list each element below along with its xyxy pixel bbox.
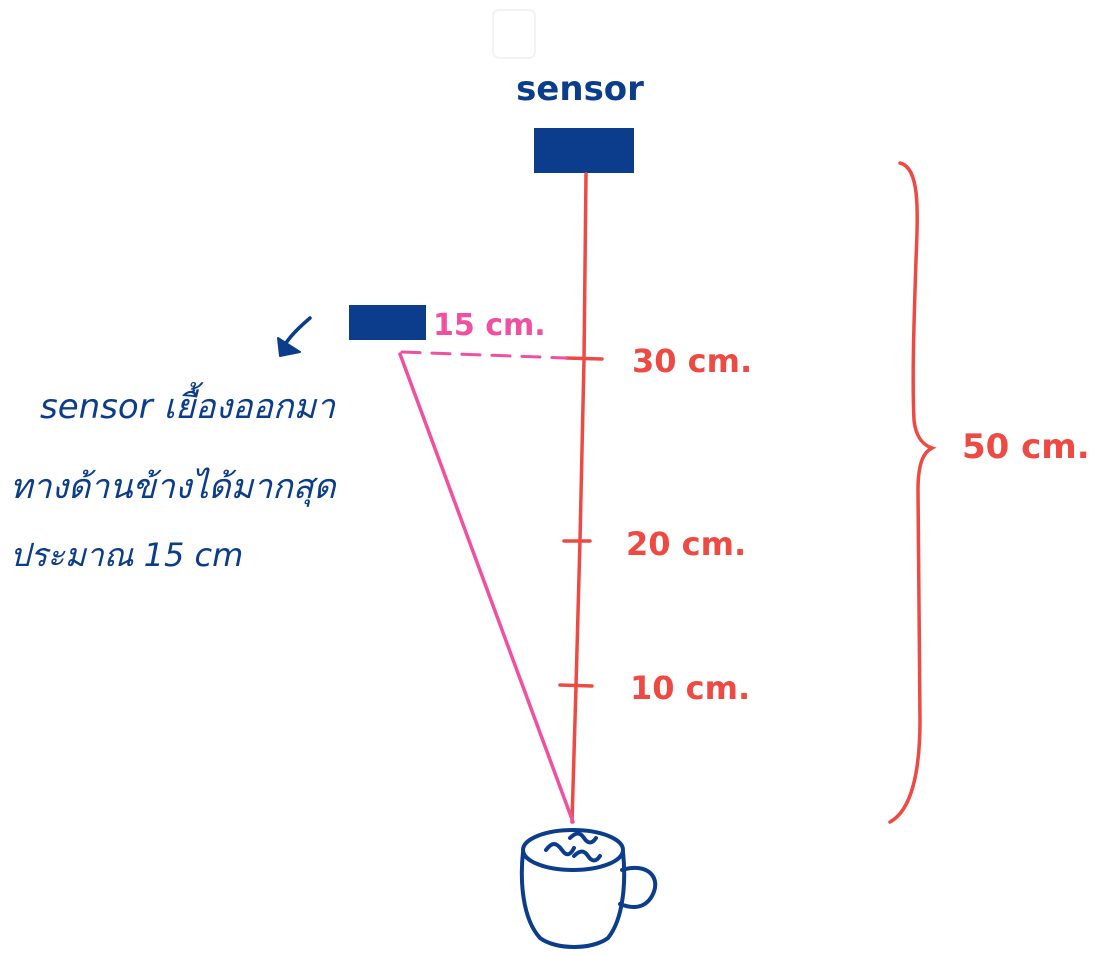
tick-10 [558, 683, 594, 688]
total-label: 50 cm. [962, 427, 1090, 467]
sensor-top [534, 128, 634, 173]
faint-square [492, 9, 536, 59]
distance-line [570, 172, 588, 824]
tick-label-20: 20 cm. [626, 525, 746, 563]
tick-label-30: 30 cm. [632, 342, 752, 380]
coffee-cup-icon [519, 828, 658, 949]
offset-label: 15 cm. [433, 308, 546, 343]
offset-dashed-line [400, 350, 568, 360]
note-line-3: ประมาณ 15 cm [10, 536, 243, 574]
total-brace [888, 161, 937, 824]
offset-diagonal-line [398, 352, 575, 824]
sensor-side [349, 305, 426, 340]
curved-arrow-icon [277, 316, 312, 357]
tick-label-10: 10 cm. [630, 669, 750, 707]
tick-30 [564, 356, 604, 361]
sensor-title: sensor [516, 69, 644, 109]
note-line-1: sensor เยื้องออกมา [40, 381, 336, 427]
note-line-2: ทางด้านข้างได้มากสุด [10, 467, 337, 507]
